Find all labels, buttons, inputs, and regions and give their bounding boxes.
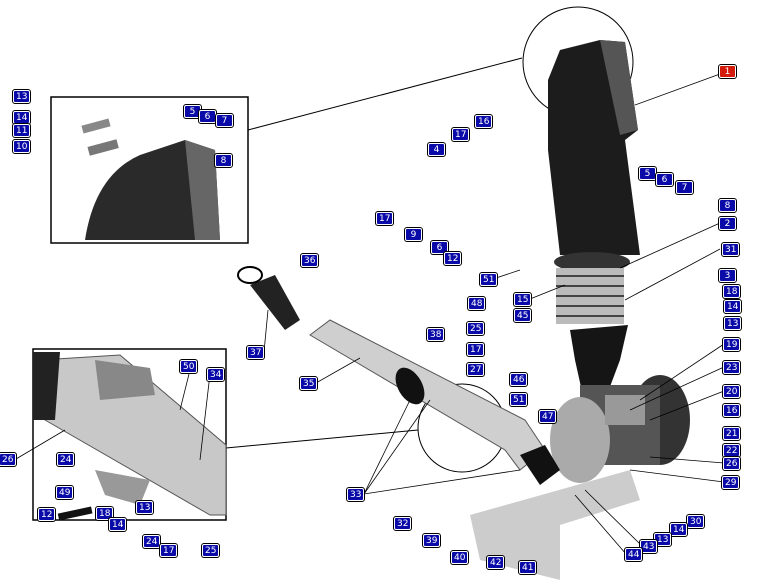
callout-part-24[interactable]: 24 (55, 452, 76, 467)
callout-part-17[interactable]: 17 (374, 211, 395, 226)
callout-part-13[interactable]: 13 (11, 89, 32, 104)
inset-leader (225, 429, 419, 449)
bracket-part (81, 118, 111, 134)
bracket-detail (95, 470, 150, 505)
callout-part-50[interactable]: 50 (178, 359, 199, 374)
callout-part-3[interactable]: 3 (718, 268, 737, 283)
callout-part-38[interactable]: 38 (425, 327, 446, 342)
duct-top (600, 40, 638, 135)
callout-part-25[interactable]: 25 (465, 321, 486, 336)
callout-part-4[interactable]: 4 (427, 142, 446, 157)
callout-part-1[interactable]: 1 (718, 64, 737, 79)
callout-part-17[interactable]: 17 (450, 127, 471, 142)
callout-part-10[interactable]: 10 (11, 139, 32, 154)
callout-part-29[interactable]: 29 (720, 475, 741, 490)
callout-part-33[interactable]: 33 (345, 487, 366, 502)
duct-corner-part (85, 140, 220, 240)
inset-leader (247, 57, 523, 131)
callout-part-12[interactable]: 12 (36, 507, 57, 522)
callout-part-37[interactable]: 37 (245, 345, 266, 360)
callout-part-13[interactable]: 13 (134, 500, 155, 515)
bellows (554, 252, 630, 324)
callout-part-12[interactable]: 12 (442, 251, 463, 266)
callout-part-23[interactable]: 23 (721, 360, 742, 375)
callout-part-16[interactable]: 16 (721, 403, 742, 418)
callout-part-6[interactable]: 6 (198, 109, 217, 124)
pipe-end (33, 352, 60, 420)
callout-part-25[interactable]: 25 (200, 543, 221, 558)
callout-part-13[interactable]: 13 (722, 316, 743, 331)
callout-part-18[interactable]: 18 (721, 284, 742, 299)
callout-part-34[interactable]: 34 (205, 367, 226, 382)
callout-part-5[interactable]: 5 (638, 166, 657, 181)
callout-part-43[interactable]: 43 (638, 539, 659, 554)
callout-part-11[interactable]: 11 (11, 123, 32, 138)
callout-part-49[interactable]: 49 (54, 485, 75, 500)
hose-end (250, 275, 300, 330)
callout-part-14[interactable]: 14 (722, 299, 743, 314)
callout-part-8[interactable]: 8 (718, 198, 737, 213)
callout-part-30[interactable]: 30 (685, 514, 706, 529)
callout-part-51[interactable]: 51 (478, 272, 499, 287)
callout-part-35[interactable]: 35 (298, 376, 319, 391)
callout-part-26[interactable]: 26 (721, 456, 742, 471)
callout-part-27[interactable]: 27 (465, 362, 486, 377)
callout-part-24[interactable]: 24 (141, 534, 162, 549)
callout-part-48[interactable]: 48 (466, 296, 487, 311)
callout-part-44[interactable]: 44 (623, 547, 644, 562)
callout-part-18[interactable]: 18 (94, 506, 115, 521)
callout-part-32[interactable]: 32 (392, 516, 413, 531)
callout-part-14[interactable]: 14 (11, 110, 32, 125)
ring (237, 266, 263, 284)
callout-part-40[interactable]: 40 (449, 550, 470, 565)
callout-part-6[interactable]: 6 (430, 240, 449, 255)
callout-part-41[interactable]: 41 (517, 560, 538, 575)
callout-part-2[interactable]: 2 (718, 216, 737, 231)
callout-part-39[interactable]: 39 (421, 533, 442, 548)
callout-part-7[interactable]: 7 (215, 113, 234, 128)
air-filter-housing (550, 375, 690, 483)
callout-part-20[interactable]: 20 (721, 384, 742, 399)
callout-part-7[interactable]: 7 (675, 180, 694, 195)
callout-part-31[interactable]: 31 (720, 242, 741, 257)
bracket-part (87, 139, 119, 156)
callout-part-14[interactable]: 14 (107, 517, 128, 532)
duct-side (185, 140, 220, 240)
bolt (57, 506, 93, 521)
callout-part-42[interactable]: 42 (485, 555, 506, 570)
callout-part-22[interactable]: 22 (721, 443, 742, 458)
leader-lines (15, 73, 725, 555)
hose-clamp (395, 367, 425, 405)
callout-part-21[interactable]: 21 (721, 426, 742, 441)
callout-part-26[interactable]: 26 (0, 452, 18, 467)
callout-part-51[interactable]: 51 (508, 392, 529, 407)
callout-part-6[interactable]: 6 (655, 172, 674, 187)
strap (95, 360, 155, 400)
callout-part-14[interactable]: 14 (668, 522, 689, 537)
callout-part-13[interactable]: 13 (652, 532, 673, 547)
callout-part-8[interactable]: 8 (214, 153, 233, 168)
callout-part-17[interactable]: 17 (158, 543, 179, 558)
callout-part-47[interactable]: 47 (537, 409, 558, 424)
callout-part-15[interactable]: 15 (512, 292, 533, 307)
callout-part-46[interactable]: 46 (508, 372, 529, 387)
callout-part-16[interactable]: 16 (473, 114, 494, 129)
callout-part-9[interactable]: 9 (404, 227, 423, 242)
callout-part-45[interactable]: 45 (512, 308, 533, 323)
mounting-bracket (470, 470, 640, 580)
elbow (520, 445, 560, 485)
callout-part-36[interactable]: 36 (299, 253, 320, 268)
callout-part-17[interactable]: 17 (465, 342, 486, 357)
callout-part-19[interactable]: 19 (721, 337, 742, 352)
